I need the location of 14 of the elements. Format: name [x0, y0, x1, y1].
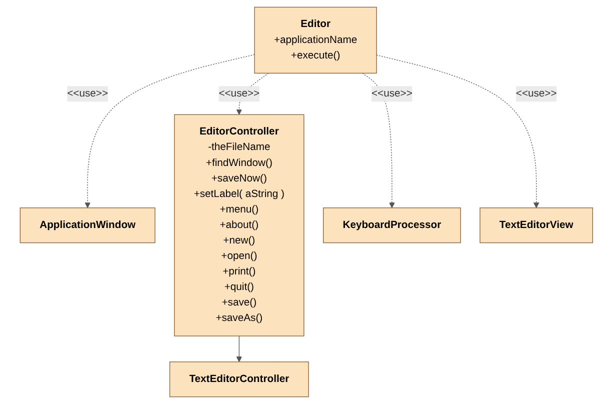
arrow — [376, 54, 539, 208]
edge-label: <<use>> — [515, 88, 556, 100]
node-box: EditorController -theFileName +findWindow() +saveNow() +setLabel( aString ) +menu() +about() +new() +open() +print() +quit() +save() +saveAs() — [174, 114, 304, 336]
node-box: Editor +applicationName +execute() — [254, 6, 376, 74]
arrow — [362, 72, 394, 208]
node-box: ApplicationWindow — [19, 208, 155, 244]
arrow — [236, 336, 242, 362]
edge-label: <<use>> — [371, 88, 412, 100]
node-box: KeyboardProcessor — [322, 208, 460, 244]
node-box: TextEditorController — [169, 362, 308, 398]
arrow — [84, 54, 254, 208]
node-box: TextEditorView — [479, 208, 593, 244]
edge-label: <<use>> — [218, 88, 260, 100]
edge-label: <<use>> — [66, 88, 108, 100]
